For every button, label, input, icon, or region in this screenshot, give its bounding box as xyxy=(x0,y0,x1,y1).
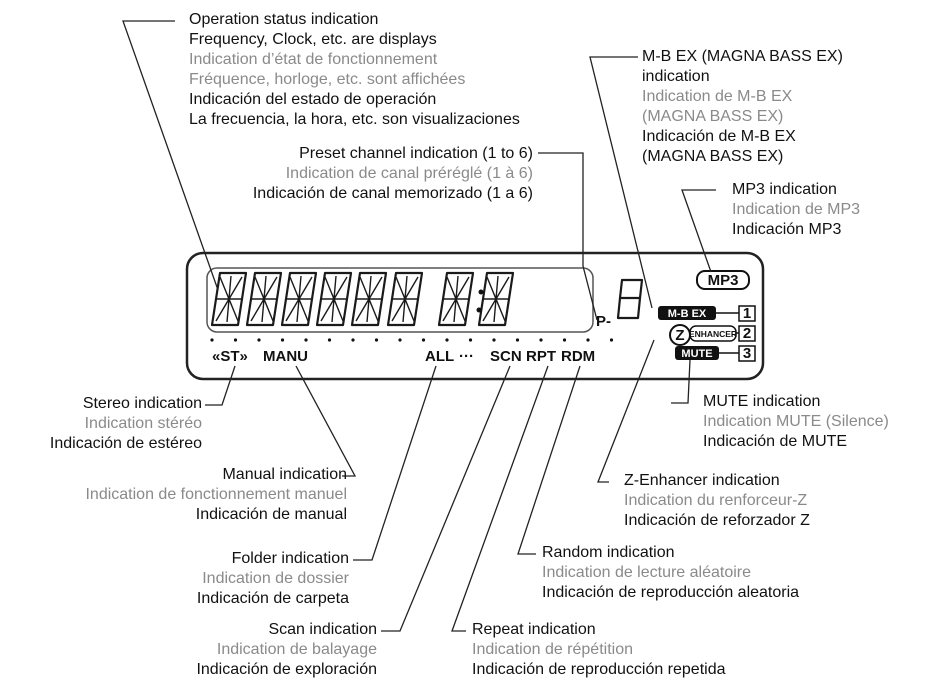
segment-char xyxy=(386,271,424,327)
label-manual: Manual indication Indication de fonction… xyxy=(85,466,347,523)
mbex-badge-text: M-B EX xyxy=(668,308,707,320)
dot xyxy=(374,338,379,342)
segment-char xyxy=(280,271,318,327)
scn-indicator: SCN xyxy=(490,348,522,365)
mute-badge-text: MUTE xyxy=(681,348,712,360)
dot-row xyxy=(210,338,614,342)
dot xyxy=(609,338,614,342)
dot xyxy=(280,338,285,342)
preset-prefix: P- xyxy=(596,313,611,330)
z-letter: Z xyxy=(675,327,684,344)
segment-char xyxy=(437,271,475,327)
dot xyxy=(515,338,520,342)
dot xyxy=(398,338,402,342)
colon-bottom xyxy=(476,307,482,313)
dot xyxy=(539,338,543,342)
manu-indicator: MANU xyxy=(263,348,308,365)
dot xyxy=(562,338,567,342)
mbex-badge xyxy=(658,306,716,320)
segment-char xyxy=(350,271,388,327)
leader-manual xyxy=(295,365,357,477)
segment-characters xyxy=(210,271,515,327)
leader-operation-status xyxy=(122,20,219,291)
dot xyxy=(233,338,238,342)
enhancer-text: ENHANCER xyxy=(689,329,737,339)
label-preset-channel: Preset channel indication (1 to 6) Indic… xyxy=(252,145,533,202)
segment-char xyxy=(477,271,515,327)
label-zenhancer: Z-Enhancer indication Indication du renf… xyxy=(624,472,810,529)
mp3-badge-text: MP3 xyxy=(708,272,739,289)
dot xyxy=(351,338,355,342)
mp3-badge xyxy=(696,270,750,290)
display-frame xyxy=(185,251,765,381)
num-3: 3 xyxy=(743,345,751,362)
dot xyxy=(257,338,261,342)
leader-mute xyxy=(671,359,691,404)
label-mbex: M-B EX (MAGNA BASS EX) indication Indica… xyxy=(642,48,843,165)
label-random: Random indication Indication de lecture … xyxy=(542,544,800,601)
dot xyxy=(304,338,308,342)
st-indicator: «ST» xyxy=(212,348,248,365)
leader-random xyxy=(517,365,581,555)
leader-preset-channel xyxy=(538,152,598,321)
mute-badge xyxy=(675,346,719,360)
segment-char xyxy=(210,271,248,327)
label-repeat: Repeat indication Indication de répétiti… xyxy=(472,621,726,678)
rpt-indicator: RPT xyxy=(526,348,556,365)
leader-repeat xyxy=(451,365,549,632)
leader-stereo xyxy=(205,365,236,406)
leader-mp3 xyxy=(681,189,716,273)
label-stereo: Stereo indication Indication stéréo Indi… xyxy=(49,395,202,452)
label-folder: Folder indication Indication de dossier … xyxy=(196,550,349,607)
dot xyxy=(210,338,214,342)
num-1: 1 xyxy=(743,305,751,322)
segment-char xyxy=(315,271,353,327)
label-mp3: MP3 indication Indication de MP3 Indicac… xyxy=(732,181,861,238)
num-connectors xyxy=(716,312,739,354)
dots-indicator: ··· xyxy=(459,348,474,365)
all-indicator: ALL xyxy=(425,348,454,365)
dot xyxy=(327,338,332,342)
rdm-indicator: RDM xyxy=(561,348,595,365)
label-operation-status: Operation status indication Frequency, C… xyxy=(189,11,520,128)
dot xyxy=(586,338,590,342)
label-mute: MUTE indication Indication MUTE (Silence… xyxy=(703,393,889,450)
dot xyxy=(421,338,426,342)
dot xyxy=(468,338,473,342)
num-2: 2 xyxy=(743,325,751,342)
dot xyxy=(445,338,449,342)
leader-zenhancer xyxy=(597,339,655,483)
dot xyxy=(492,338,496,342)
leader-mbex xyxy=(589,56,653,309)
label-scan: Scan indication Indication de balayage I… xyxy=(196,621,377,678)
segment-char xyxy=(245,271,283,327)
segment-area-frame xyxy=(206,267,594,333)
leader-folder xyxy=(353,365,437,561)
colon-top xyxy=(478,289,484,295)
leader-scan xyxy=(381,365,511,632)
preset-digit xyxy=(616,278,644,320)
leader-lines xyxy=(122,20,716,632)
